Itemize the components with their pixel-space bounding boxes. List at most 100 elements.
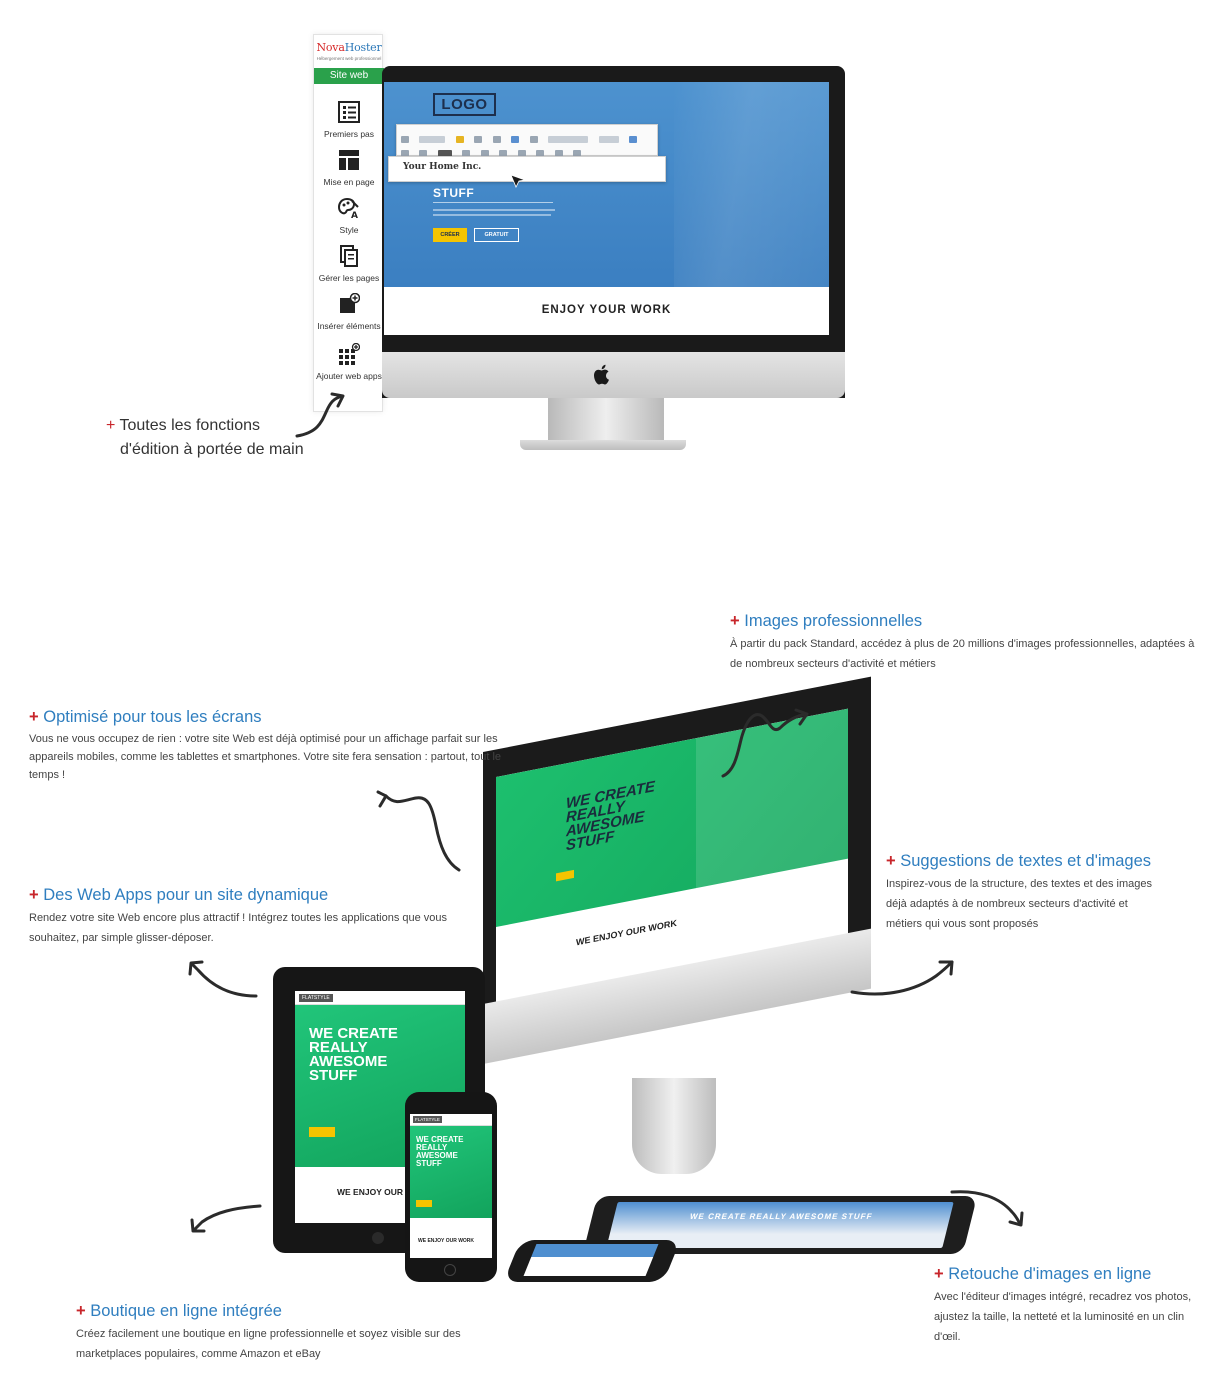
sidebar-item-label: Premiers pas bbox=[323, 129, 375, 139]
format-icon[interactable] bbox=[462, 150, 471, 157]
sidebar-item-mise-en-page[interactable]: Mise en page bbox=[314, 149, 384, 187]
color-icon[interactable] bbox=[455, 136, 464, 143]
sidebar-item-label: Ajouter web apps bbox=[316, 371, 382, 381]
tablet-flat-headline: WE CREATE REALLY AWESOME STUFF bbox=[688, 1212, 874, 1221]
hero-headline: WE CREATE REALLY AWESOME STUFF bbox=[309, 1025, 398, 1083]
feature-optimise: + Optimisé pour tous les écrans Vous ne … bbox=[29, 706, 529, 784]
hero-headline: WE CREATE REALLY AWESOME STUFF bbox=[416, 1136, 463, 1168]
placeholder-text-line bbox=[433, 214, 551, 216]
feature-description: Créez facilement une boutique en ligne p… bbox=[76, 1328, 461, 1360]
editor-preview-screen: LOGO Your Home Inc. bbox=[384, 82, 829, 335]
image-icon[interactable] bbox=[480, 150, 489, 157]
brand-label: FLATSTYLE bbox=[299, 994, 333, 1002]
sidebar-item-label: Insérer éléments bbox=[317, 321, 381, 331]
font-select-icon[interactable] bbox=[419, 136, 446, 143]
free-button[interactable]: GRATUIT bbox=[474, 228, 519, 242]
italic-icon[interactable] bbox=[492, 136, 501, 143]
plus-icon: + bbox=[106, 417, 116, 434]
plus-icon: + bbox=[886, 852, 896, 870]
toolbar-row bbox=[401, 144, 653, 157]
plus-icon: + bbox=[29, 708, 39, 726]
feature-description: À partir du pack Standard, accédez à plu… bbox=[730, 638, 1195, 670]
hero-headline: STUFF bbox=[433, 186, 475, 200]
tablet-nav-bar: FLATSTYLE bbox=[295, 991, 465, 1005]
sidebar-item-style[interactable]: A Style bbox=[314, 197, 384, 235]
cut-icon[interactable] bbox=[536, 150, 545, 157]
section-title: WE ENJOY OUR WORK bbox=[337, 1187, 433, 1197]
phone-nav-bar: FLATSTYLE bbox=[410, 1114, 492, 1126]
feature-title: + Retouche d'images en ligne bbox=[934, 1263, 1194, 1285]
layout-icon bbox=[339, 150, 359, 170]
imac-stand bbox=[548, 398, 664, 442]
feature-retouche: + Retouche d'images en ligne Avec l'édit… bbox=[934, 1263, 1194, 1347]
feature-title: + Boutique en ligne intégrée bbox=[76, 1300, 486, 1322]
sidebar-item-inserer-elements[interactable]: Insérer éléments bbox=[314, 293, 384, 331]
headline-line: WE CREATE bbox=[416, 1135, 464, 1144]
cta-button bbox=[416, 1200, 432, 1207]
feature-title: + Optimisé pour tous les écrans bbox=[29, 706, 529, 728]
imac-chin bbox=[382, 352, 845, 398]
brand-label: FLATSTYLE bbox=[413, 1116, 442, 1123]
highlight-icon[interactable] bbox=[437, 150, 452, 157]
headline-line: WE CREATE bbox=[309, 1025, 398, 1042]
desktop-stand bbox=[632, 1078, 716, 1174]
screen-glare bbox=[674, 82, 829, 335]
list-icon[interactable] bbox=[401, 150, 409, 157]
feature-title-text: Retouche d'images en ligne bbox=[948, 1265, 1152, 1283]
headline-line: AWESOME bbox=[416, 1151, 458, 1160]
plus-icon: + bbox=[76, 1302, 86, 1320]
sidebar-item-label: Gérer les pages bbox=[318, 273, 380, 283]
caption-line-2: d'édition à portée de main bbox=[120, 441, 304, 458]
section-title: ENJOY YOUR WORK bbox=[541, 304, 672, 316]
emoji-icon[interactable] bbox=[517, 150, 526, 157]
feature-description: Inspirez-vous de la structure, des texte… bbox=[886, 878, 1152, 930]
brand-name-main: Nova bbox=[316, 41, 345, 54]
headline-line: STUFF bbox=[416, 1159, 442, 1168]
feature-title-text: Suggestions de textes et d'images bbox=[900, 852, 1152, 870]
table-icon[interactable] bbox=[499, 150, 508, 157]
feature-description: Rendez votre site Web encore plus attrac… bbox=[29, 912, 448, 944]
section-title: WE ENJOY OUR WORK bbox=[576, 917, 677, 948]
editor-sidebar: NovaHoster Hébergement web professionnel… bbox=[313, 34, 384, 412]
text-editor-toolbar bbox=[396, 124, 658, 161]
feature-title: + Suggestions de textes et d'images bbox=[886, 850, 1196, 872]
tab-site-web[interactable]: Site web bbox=[314, 68, 384, 84]
grid-icon[interactable] bbox=[573, 150, 582, 157]
align-center-icon[interactable] bbox=[529, 136, 538, 143]
feature-images-pro: + Images professionnelles À partir du pa… bbox=[730, 610, 1200, 674]
toolbar-row bbox=[401, 130, 653, 161]
pages-icon bbox=[340, 245, 358, 267]
mouse-cursor-icon bbox=[510, 174, 526, 188]
arrow-to-optimise-icon bbox=[376, 790, 461, 872]
site-logo-placeholder[interactable]: LOGO bbox=[433, 93, 496, 116]
feature-description: Avec l'éditeur d'images intégré, recadre… bbox=[934, 1291, 1192, 1343]
bold-icon[interactable] bbox=[474, 136, 483, 143]
sidebar-item-ajouter-web-apps[interactable]: Ajouter web apps bbox=[314, 343, 384, 381]
sidebar-item-label: Mise en page bbox=[323, 177, 375, 187]
size-field-icon[interactable] bbox=[598, 136, 619, 143]
align-left-icon[interactable] bbox=[511, 136, 520, 143]
headline-line: REALLY bbox=[309, 1039, 368, 1056]
arrow-to-boutique-icon bbox=[190, 1204, 262, 1233]
sidebar-item-premiers-pas[interactable]: Premiers pas bbox=[314, 101, 384, 139]
indent-icon[interactable] bbox=[419, 150, 428, 157]
sidebar-item-gerer-pages[interactable]: Gérer les pages bbox=[314, 245, 384, 283]
feature-title: + Images professionnelles bbox=[730, 610, 1200, 632]
copy-icon[interactable] bbox=[554, 150, 563, 157]
plus-icon: + bbox=[730, 612, 740, 630]
placeholder-text-line bbox=[433, 209, 555, 211]
text-edit-field[interactable]: Your Home Inc. bbox=[388, 156, 666, 182]
brand-logo: NovaHoster Hébergement web professionnel bbox=[314, 35, 384, 68]
feature-title-text: Des Web Apps pour un site dynamique bbox=[43, 886, 329, 904]
svg-text:A: A bbox=[351, 211, 358, 219]
screen-glare bbox=[696, 708, 848, 969]
divider bbox=[433, 202, 553, 203]
create-button[interactable]: CRÉER bbox=[433, 228, 467, 242]
undo-icon[interactable] bbox=[401, 136, 409, 143]
add-apps-icon bbox=[339, 343, 360, 365]
insert-element-icon bbox=[340, 293, 360, 313]
feature-webapps: + Des Web Apps pour un site dynamique Re… bbox=[29, 884, 459, 948]
feature-suggestions: + Suggestions de textes et d'images Insp… bbox=[886, 850, 1196, 934]
link-field-icon[interactable] bbox=[548, 136, 589, 143]
help-icon[interactable] bbox=[629, 136, 638, 143]
